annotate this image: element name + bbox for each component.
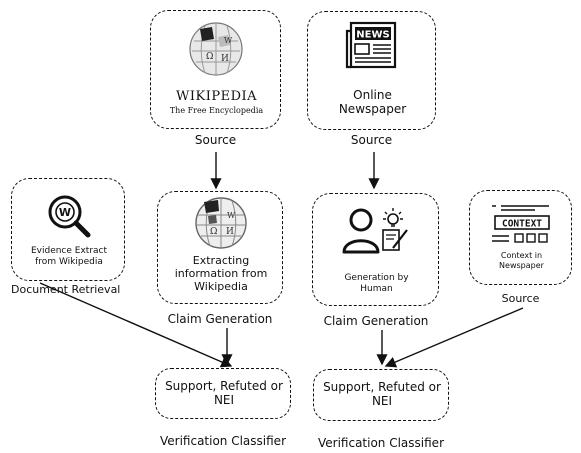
arrow-context-to-classifier xyxy=(384,307,524,368)
wiki-claim-box: Ω И W Extracting information from Wikipe… xyxy=(157,191,283,304)
svg-text:Ω: Ω xyxy=(206,52,213,62)
wiki-source-caption: Source xyxy=(194,133,237,147)
news-source-text: Online Newspaper xyxy=(338,88,407,117)
wiki-source-box: Ω И W WIKIPEDIA The Free Encyclopedia xyxy=(150,10,281,129)
svg-text:Ω: Ω xyxy=(210,227,217,237)
arrow-retrieval-to-classifier xyxy=(39,282,233,368)
context-box: CONTEXT Context in Newspaper xyxy=(469,190,572,285)
news-source-caption: Source xyxy=(350,133,393,147)
wiki-claim-text: Extracting information from Wikipedia xyxy=(174,254,268,294)
classifier-left-text: Support, Refuted or NEI xyxy=(165,379,283,408)
person-writing-icon xyxy=(342,208,408,254)
human-claim-box: Generation by Human xyxy=(312,193,439,306)
evidence-box-caption: Document Retrieval xyxy=(11,283,121,296)
svg-text:W: W xyxy=(224,36,233,45)
wikipedia-logo-subtitle: The Free Encyclopedia xyxy=(169,106,264,115)
classifier-right-box: Support, Refuted or NEI xyxy=(313,369,449,421)
classifier-right-text: Support, Refuted or NEI xyxy=(323,380,441,409)
svg-text:И: И xyxy=(226,227,234,237)
wikipedia-globe-icon: Ω И W xyxy=(189,22,243,76)
magnifier-wikipedia-icon: W xyxy=(48,195,91,238)
human-claim-text: Generation by Human xyxy=(344,273,409,294)
svg-text:И: И xyxy=(221,54,229,64)
evidence-box-text: Evidence Extract from Wikipedia xyxy=(30,246,108,267)
svg-text:W: W xyxy=(227,211,236,220)
context-box-caption: Source xyxy=(501,292,540,305)
classifier-right-caption: Verification Classifier xyxy=(317,436,445,450)
classifier-left-box: Support, Refuted or NEI xyxy=(155,368,291,419)
svg-text:NEWS: NEWS xyxy=(356,30,389,41)
svg-text:W: W xyxy=(59,206,71,219)
context-document-icon: CONTEXT xyxy=(492,205,550,243)
svg-text:CONTEXT: CONTEXT xyxy=(502,219,542,230)
wiki-claim-caption: Claim Generation xyxy=(167,312,273,326)
news-source-box: NEWS Online Newspaper xyxy=(307,11,436,130)
classifier-left-caption: Verification Classifier xyxy=(159,434,287,448)
newspaper-icon: NEWS xyxy=(345,21,397,69)
evidence-box: W Evidence Extract from Wikipedia xyxy=(11,178,125,281)
context-box-text: Context in Newspaper xyxy=(499,251,544,270)
wikipedia-logo-title: WIKIPEDIA xyxy=(175,89,258,104)
human-claim-caption: Claim Generation xyxy=(323,314,429,328)
wikipedia-puzzle-globe-icon: Ω И W xyxy=(195,197,247,249)
